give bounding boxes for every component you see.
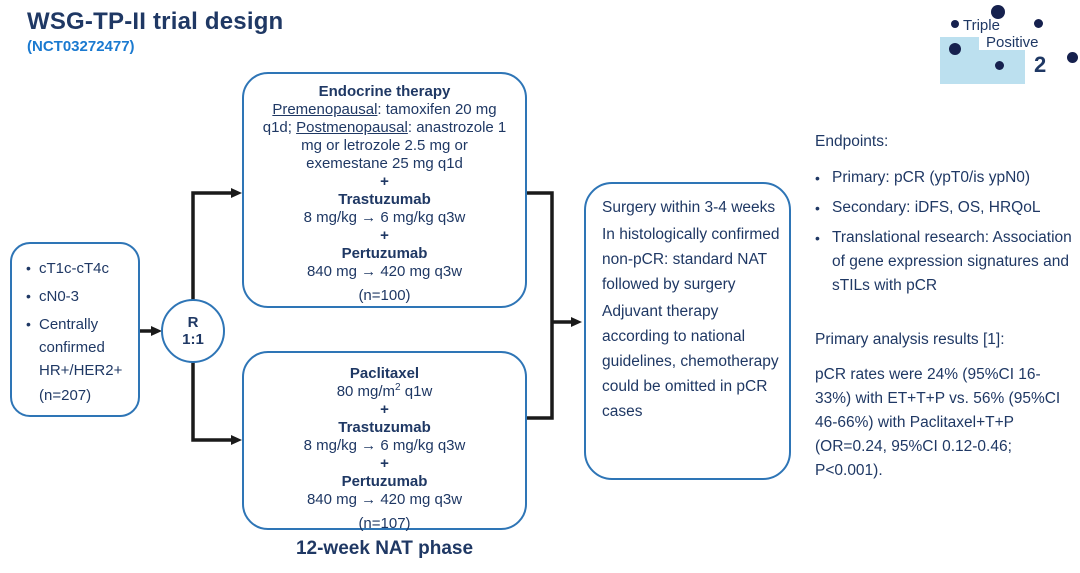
triple-positive-logo: Triple Positive 2 [935,4,1080,94]
nat-phase-label: 12-week NAT phase [295,538,474,559]
drug-name: Pertuzumab [341,473,428,490]
logo-dot-icon [1034,19,1043,28]
drug-dose: 8 mg/kg → 6 mg/kg q3w [303,437,466,454]
paclitaxel-dose-superscript: 2 [395,382,401,393]
premenopausal-label: Premenopausal [272,101,378,118]
endpoints-heading: Endpoints: [815,133,889,150]
inclusion-item: Centrally confirmed HR+/HER2+ [26,313,134,382]
nct-number: (NCT03272477) [27,38,135,55]
paclitaxel-dose: 80 mg/m2 q1w [244,383,525,401]
logo-dot-icon [951,20,959,28]
logo-number-2: 2 [1034,52,1047,77]
logo-dot-icon [1067,52,1078,63]
endpoints-section: Endpoints: Primary: pCR (ypT0/is ypN0) S… [815,130,1078,304]
results-body: pCR rates were 24% (95%CI 16-33%) with E… [815,366,1061,479]
paclitaxel-dose-rest: q1w [400,383,433,400]
endocrine-arm-regimen: Premenopausal: tamoxifen 20 mg q1d; Post… [263,101,507,173]
endpoint-item: Secondary: iDFS, OS, HRQoL [815,196,1078,220]
inclusion-criteria-box: cT1c-cT4c cN0-3 Centrally confirmed HR+/… [10,242,140,417]
paclitaxel-dose-base: 80 mg/m [336,383,396,400]
inclusion-item: cN0-3 [26,285,134,308]
plus-sign: + [380,227,389,244]
slide-title: WSG-TP-II trial design [27,8,284,35]
logo-dot-icon [949,43,961,55]
premenopausal-text: : tamoxifen 20 mg q1d; [262,101,497,136]
endpoints-list: Primary: pCR (ypT0/is ypN0) Secondary: i… [815,166,1078,298]
surgery-paragraph: Surgery within 3-4 weeks [602,199,776,216]
endpoint-item: Primary: pCR (ypT0/is ypN0) [815,166,1078,190]
surgery-paragraph: Adjuvant therapy according to national g… [602,303,779,420]
randomization-r: R [187,314,199,331]
endocrine-arm-box: Endocrine therapy Premenopausal: tamoxif… [242,72,527,308]
endocrine-arm-n-count: (n=100) [358,287,411,304]
drug-name: Pertuzumab [341,245,428,262]
surgery-box: Surgery within 3-4 weeks In histological… [584,182,791,480]
endocrine-arm-title: Endocrine therapy [318,83,451,100]
inclusion-n-count: (n=207) [39,387,92,404]
randomization-ratio: 1:1 [182,331,204,348]
drug-dose: 840 mg → 420 mg q3w [306,491,463,508]
results-section: Primary analysis results [1]: pCR rates … [815,328,1071,483]
logo-dot-icon [995,61,1004,70]
drug-name: Trastuzumab [338,419,431,436]
logo-word-triple: Triple [963,17,1000,34]
endpoint-item: Translational research: Association of g… [815,226,1078,298]
plus-sign: + [380,455,389,472]
inclusion-item: cT1c-cT4c [26,257,134,280]
logo-word-positive: Positive [986,34,1039,51]
paclitaxel-arm-title: Paclitaxel [349,365,420,382]
logo-dot-icon [991,5,1005,19]
drug-name: Trastuzumab [338,191,431,208]
plus-sign: + [380,401,389,418]
randomization-circle: R 1:1 [161,299,225,363]
drug-dose: 840 mg → 420 mg q3w [306,263,463,280]
drug-dose: 8 mg/kg → 6 mg/kg q3w [303,209,466,226]
inclusion-list: cT1c-cT4c cN0-3 Centrally confirmed HR+/… [26,257,134,382]
postmenopausal-label: Postmenopausal [296,119,408,136]
plus-sign: + [380,173,389,190]
paclitaxel-arm-box: Paclitaxel 80 mg/m2 q1w + Trastuzumab 8 … [242,351,527,532]
postmenopausal-text: : anastrozole 1 mg or letrozole 2.5 mg o… [301,119,507,172]
paclitaxel-arm-n-count: (n=107) [358,515,411,532]
results-heading: Primary analysis results [1]: [815,331,1005,348]
surgery-paragraph: In histologically confirmed non-pCR: sta… [602,226,780,293]
